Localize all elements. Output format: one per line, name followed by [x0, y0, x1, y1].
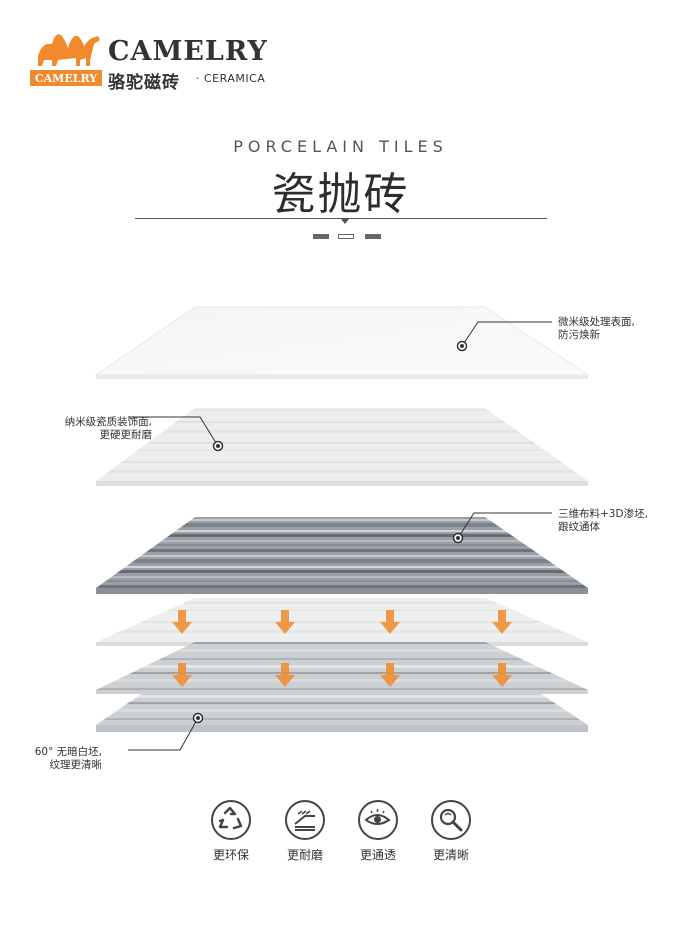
annotation-glaze: 纳米级瓷质装饰面,更硬更耐磨: [64, 416, 152, 441]
title-divider: [135, 218, 547, 219]
annotation-body: 三维布料+3D渗坯,跟纹通体: [558, 508, 648, 533]
brand-subtitle: · CERAMICA: [196, 72, 266, 85]
title-chinese: 瓷抛砖: [271, 169, 410, 220]
layer-surface: [94, 306, 590, 379]
annotation-base: 60° 无暗白坯,纹理更清晰: [34, 746, 102, 771]
feature-label-sharp: 更清晰: [432, 848, 469, 862]
brand-name-en: CAMELRY: [108, 36, 268, 67]
penetration-arrows-bottom: [172, 663, 512, 687]
tile-layers-diagram: [94, 306, 590, 751]
divider-pointer: [341, 219, 349, 224]
layer-glaze: [96, 408, 588, 486]
divider-dash-left: [313, 234, 329, 239]
penetration-arrows-top: [172, 610, 512, 634]
divider-dash-center: [338, 234, 354, 239]
camel-logo-icon: CAMELRY: [30, 34, 102, 86]
wear-icon: [285, 800, 325, 840]
eye-icon: [358, 800, 398, 840]
divider-dash-right: [365, 234, 381, 239]
layer-mid-1: [96, 598, 588, 646]
feature-label-eco: 更环保: [212, 848, 249, 862]
feature-label-clarity: 更通透: [359, 848, 396, 862]
layer-base: [96, 657, 588, 732]
title-english: PORCELAIN TILES: [233, 137, 448, 156]
annotation-surface: 微米级处理表面,防污焕新: [558, 316, 635, 341]
logo-badge-text: CAMELRY: [35, 72, 97, 85]
layer-body: [96, 517, 588, 594]
recycle-icon: [211, 800, 251, 840]
feature-label-wear: 更耐磨: [286, 848, 323, 862]
magnifier-icon: [431, 800, 471, 840]
brand-name-cn: 骆驼磁砖: [108, 73, 180, 93]
